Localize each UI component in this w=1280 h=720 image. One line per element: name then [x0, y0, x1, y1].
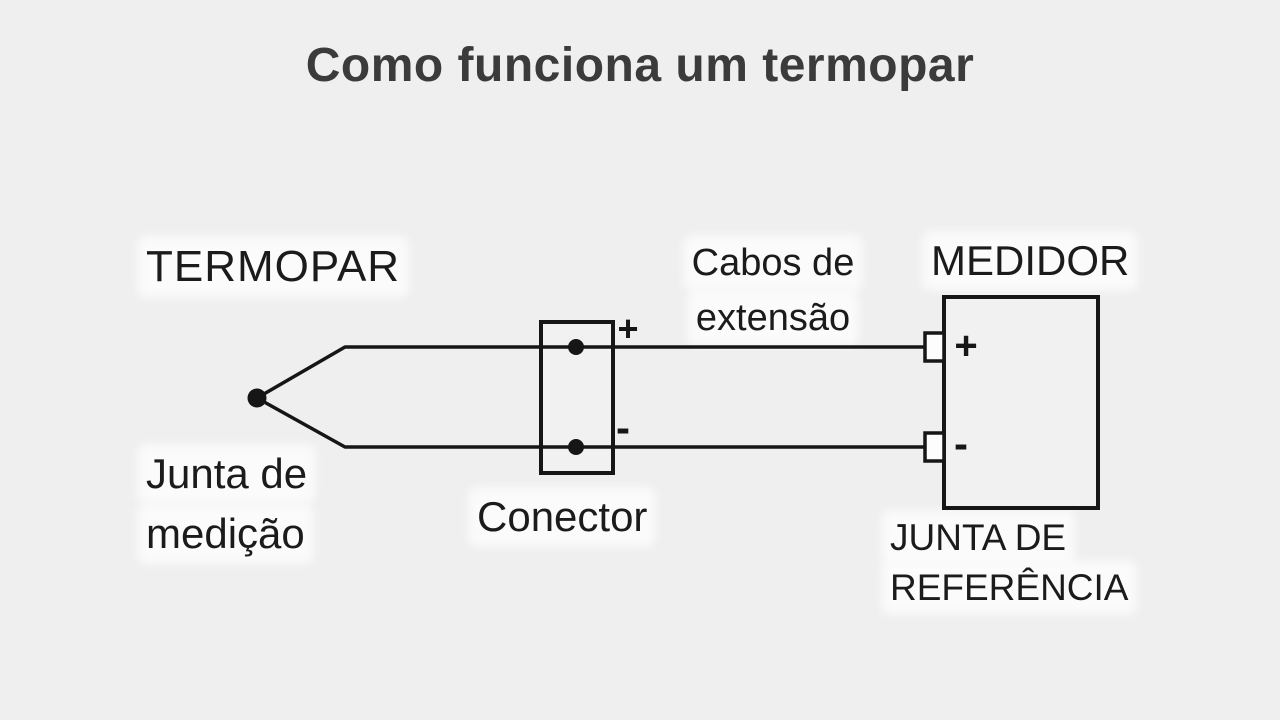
connector-minus-sign: -	[616, 404, 630, 451]
meter-plus-sign: +	[954, 324, 977, 368]
label-termopar-text: TERMOPAR	[146, 242, 401, 291]
connector-plus-sign: +	[617, 308, 638, 349]
label-junta-referencia: JUNTA DE REFERÊNCIA	[890, 512, 1129, 612]
meter-minus-sign: -	[954, 420, 968, 467]
label-conector: Conector	[477, 493, 648, 540]
meter-terminal-negative	[923, 431, 946, 463]
label-junta-medicao: Junta de medição	[146, 444, 308, 564]
connector-contact-dot-positive	[568, 339, 584, 355]
label-cabos-line2: extensão	[695, 296, 851, 339]
label-junta-medicao-line2: medição	[146, 510, 305, 557]
page-title: Como funciona um termopar	[305, 39, 975, 93]
label-junta-referencia-line2: REFERÊNCIA	[890, 566, 1129, 608]
label-conector-text: Conector	[477, 493, 648, 540]
label-cabos-extensao: Cabos de extensão	[683, 235, 863, 345]
connector-body	[539, 320, 615, 475]
label-medidor: MEDIDOR	[931, 237, 1130, 284]
label-junta-medicao-line1: Junta de	[146, 450, 308, 497]
meter-terminal-positive	[923, 331, 946, 363]
connector-contact-dot-negative	[568, 439, 584, 455]
label-junta-referencia-line1: JUNTA DE	[890, 516, 1067, 558]
label-medidor-text: MEDIDOR	[931, 237, 1130, 284]
wire-negative	[256, 396, 926, 449]
label-termopar: TERMOPAR	[146, 242, 401, 291]
label-cabos-line1: Cabos de	[691, 241, 855, 284]
wire-positive	[256, 345, 926, 400]
measuring-junction-dot	[247, 388, 267, 408]
meter-body	[942, 295, 1100, 510]
